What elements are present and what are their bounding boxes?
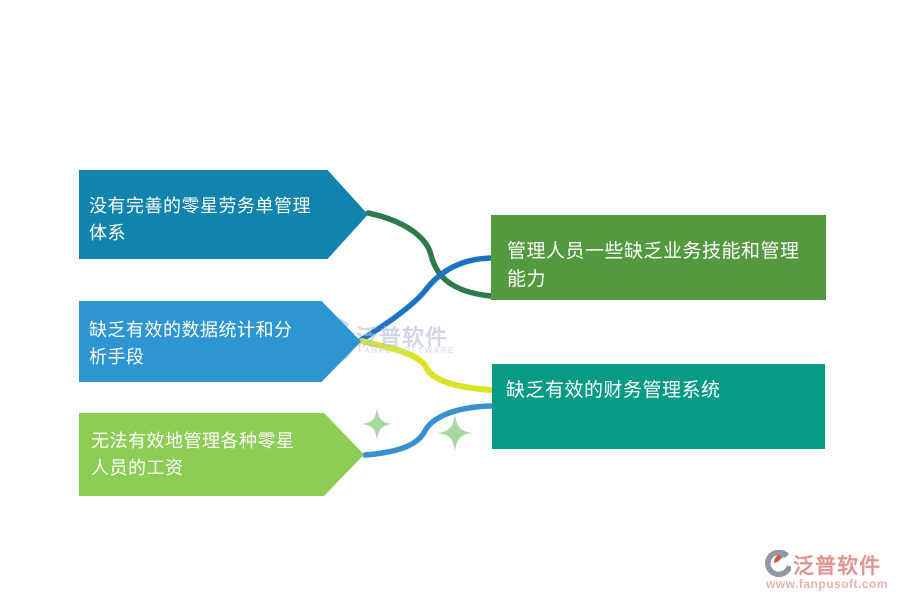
node-label: 没有完善的零星劳务单管理体系	[89, 196, 311, 243]
node-label: 缺乏有效的财务管理系统	[506, 380, 721, 401]
fanpu-logo-url: www.fanpusoft.com	[766, 577, 889, 591]
sparkle-icon	[437, 414, 473, 452]
fanpu-logo-brand: 泛普软件	[793, 554, 881, 578]
node-label: 缺乏有效的数据统计和分析手段	[89, 320, 293, 367]
connector-node3-node5	[362, 403, 494, 458]
fanpu-logo[interactable]: 泛普软件 www.fanpusoft.com	[762, 548, 892, 594]
connector-node2-node5	[359, 338, 494, 393]
node-no-finance-system[interactable]: 缺乏有效的财务管理系统	[492, 364, 825, 449]
connector-node2-node4	[358, 255, 494, 343]
connector-node1-node4	[365, 210, 494, 299]
node-label: 管理人员一些缺乏业务技能和管理能力	[507, 241, 800, 290]
node-cannot-manage-wages[interactable]: 无法有效地管理各种零星人员的工资	[79, 413, 364, 496]
node-managers-lack-skills[interactable]: 管理人员一些缺乏业务技能和管理能力	[491, 215, 826, 300]
node-no-data-statistics[interactable]: 缺乏有效的数据统计和分析手段	[79, 301, 361, 382]
node-label: 无法有效地管理各种零星人员的工资	[91, 431, 295, 478]
sparkle-icon	[361, 407, 393, 441]
node-no-labor-sheet-system[interactable]: 没有完善的零星劳务单管理体系	[79, 170, 368, 259]
fanpu-logo-icon	[765, 550, 791, 577]
